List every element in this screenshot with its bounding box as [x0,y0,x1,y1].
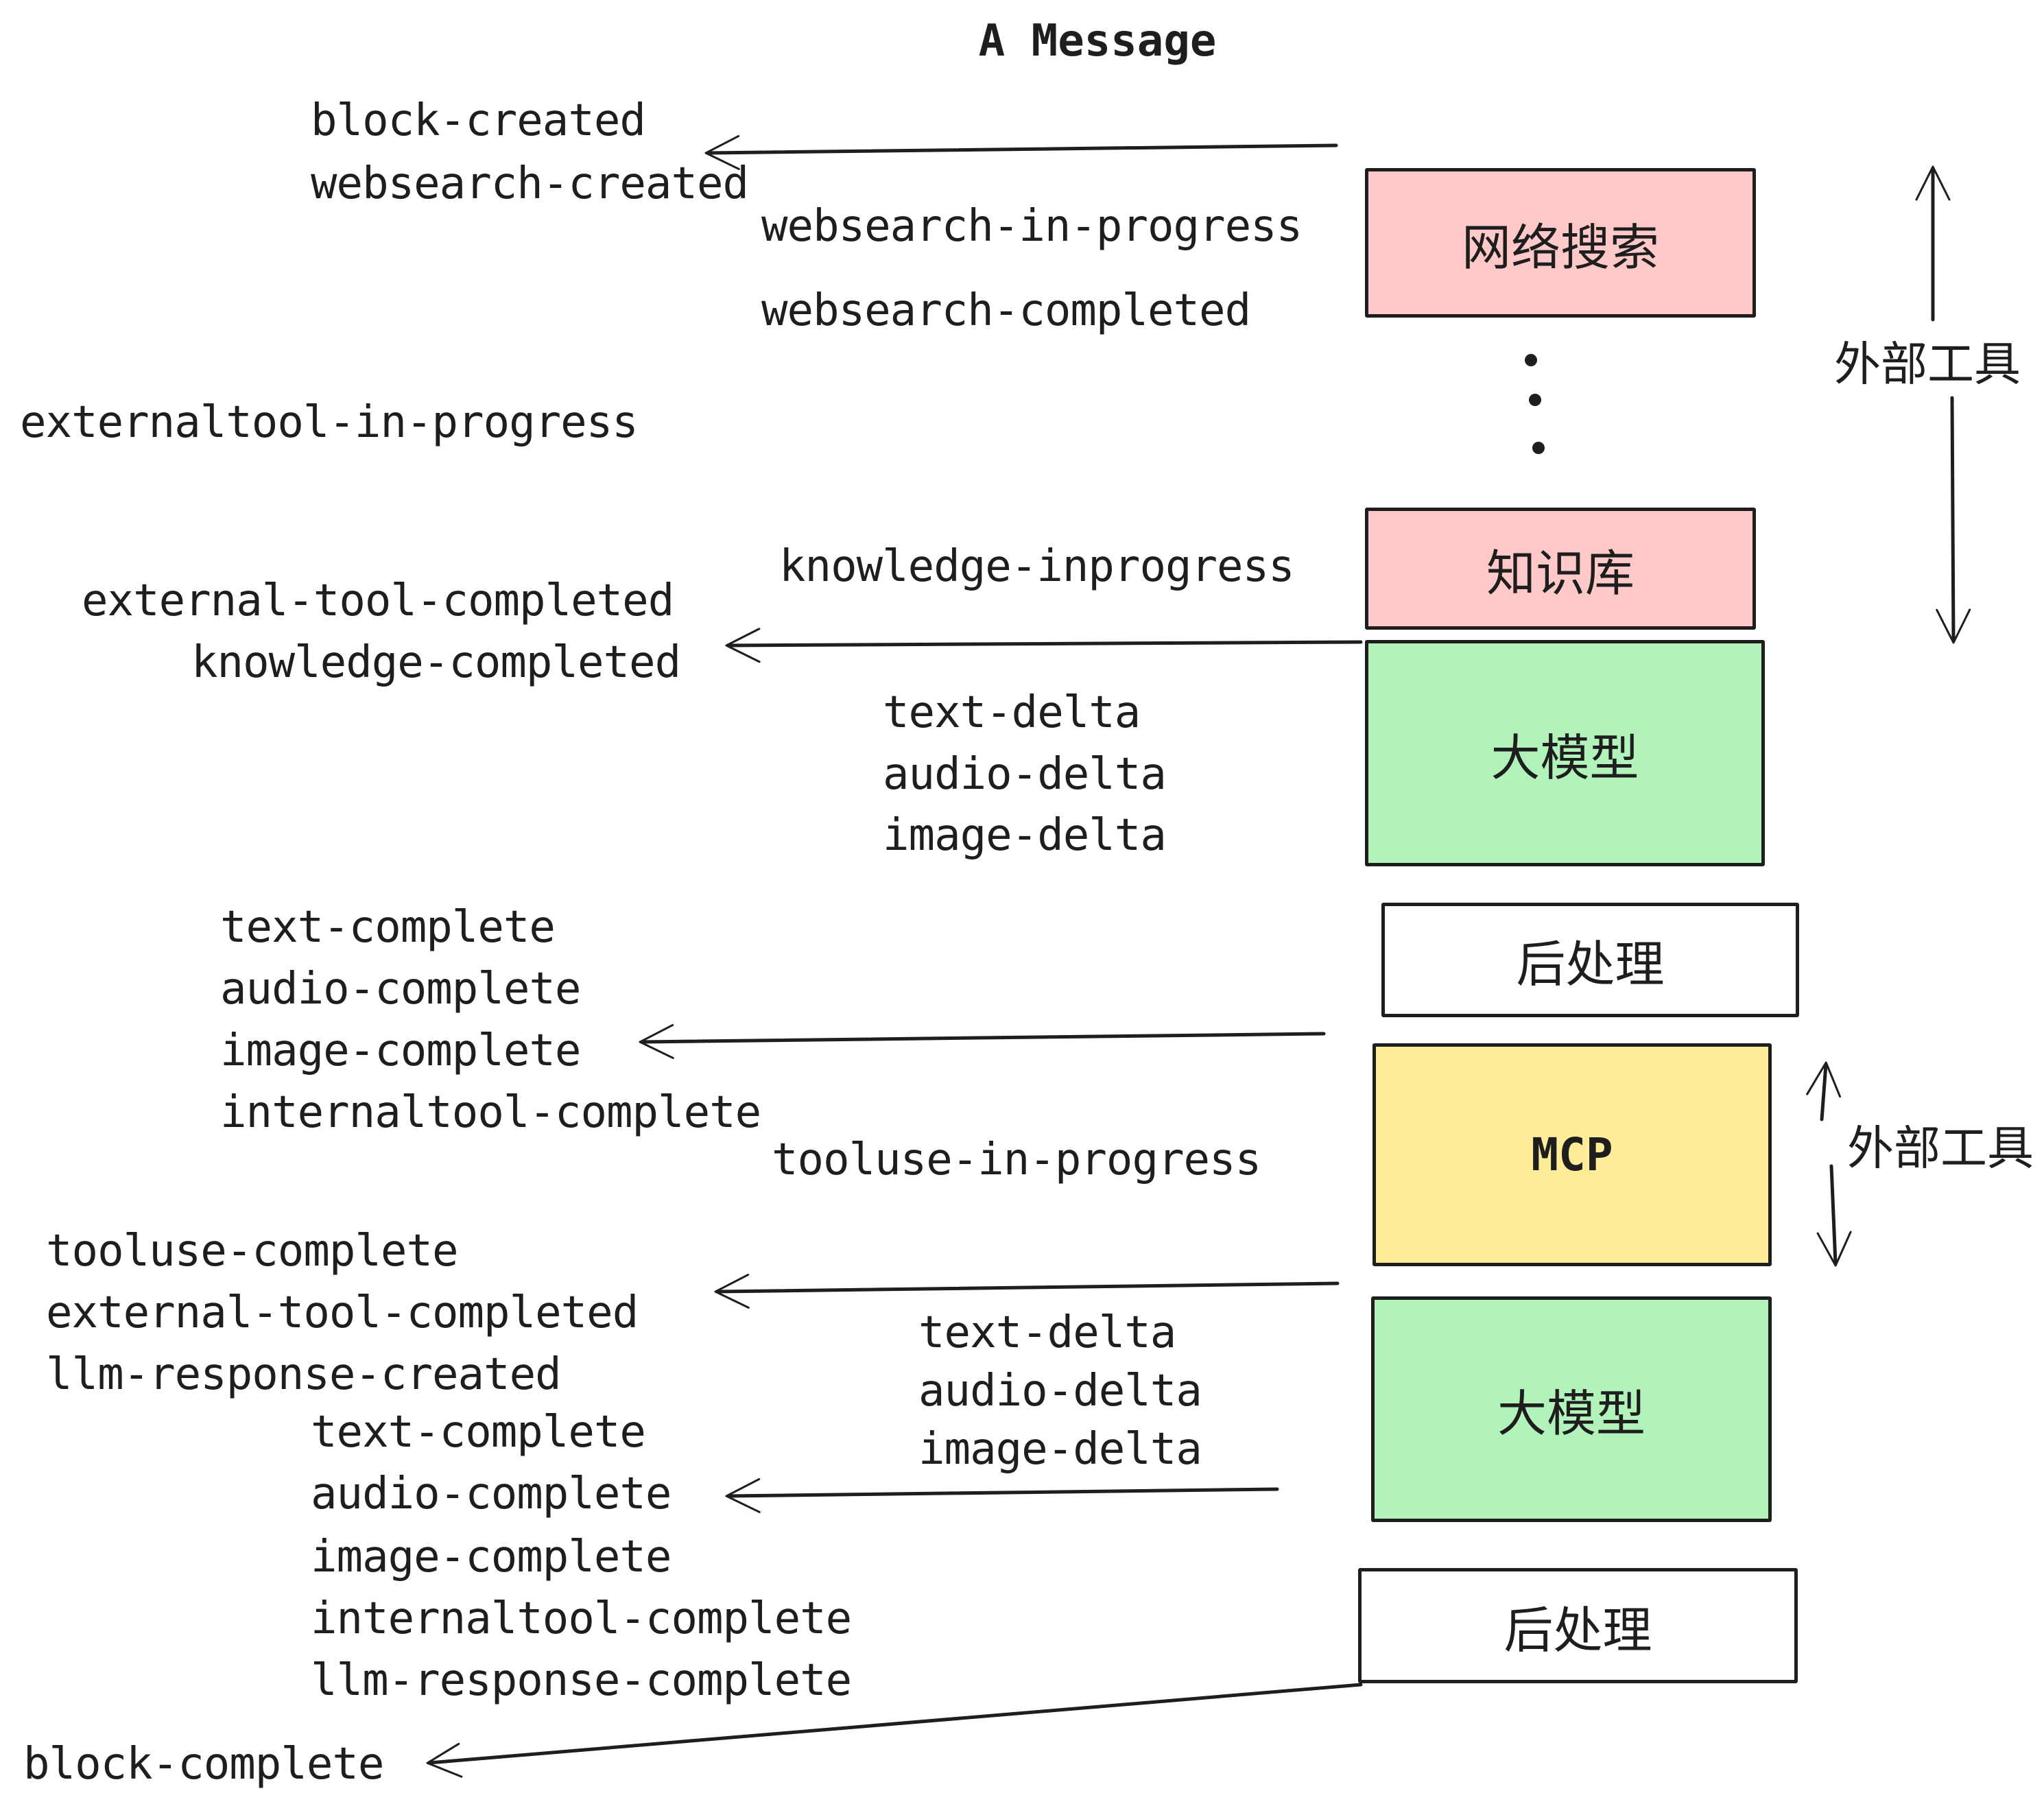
box-llm-bottom: 大模型 [1371,1296,1772,1522]
box-web-search-label: 网络搜索 [1461,220,1659,276]
event-image-delta-2: image-delta [918,1424,1202,1475]
event-knowledge-inprogress: knowledge-inprogress [779,541,1295,592]
event-text-complete-2: text-complete [311,1407,646,1458]
event-block-created: block-created [311,95,646,146]
event-audio-complete-2: audio-complete [311,1469,672,1519]
event-block-complete: block-complete [23,1739,384,1790]
event-externaltool-in-progress: externaltool-in-progress [20,397,639,448]
box-post-process-top-label: 后处理 [1516,938,1665,993]
event-external-tool-completed-2: external-tool-completed [46,1287,639,1338]
event-tooluse-complete: tooluse-complete [46,1226,458,1277]
arrow-knowledge-completed [725,628,1363,663]
box-llm-top-label: 大模型 [1490,731,1639,786]
event-text-delta-2: text-delta [918,1307,1176,1358]
event-tooluse-in-progress: tooluse-in-progress [772,1135,1261,1185]
event-internaltool-complete-2: internaltool-complete [311,1593,852,1644]
event-text-complete: text-complete [220,902,556,953]
event-internaltool-complete: internaltool-complete [220,1087,761,1138]
event-websearch-in-progress: websearch-in-progress [761,201,1303,252]
box-llm-bottom-label: 大模型 [1497,1387,1645,1442]
box-mcp: MCP [1372,1043,1772,1266]
event-knowledge-completed: knowledge-completed [191,637,681,688]
arrow-llm-complete [725,1477,1279,1513]
arrow-tooluse-complete [714,1273,1340,1309]
event-image-complete-2: image-complete [311,1532,672,1582]
arrow-external-tools-down-2 [1816,1164,1852,1267]
event-audio-complete: audio-complete [220,964,581,1014]
box-post-process-top: 后处理 [1381,903,1799,1017]
box-post-process-bottom-label: 后处理 [1504,1603,1652,1659]
event-external-tool-completed: external-tool-completed [82,575,674,626]
arrow-external-tools-up-2 [1806,1061,1842,1121]
event-text-delta: text-delta [883,687,1141,738]
label-external-tools-upper: 外部工具 [1834,338,2021,391]
arrow-websearch-block-created [704,134,1338,170]
event-image-complete: image-complete [220,1025,581,1076]
box-web-search: 网络搜索 [1365,168,1756,318]
event-llm-response-created: llm-response-created [46,1349,562,1400]
event-image-delta: image-delta [883,810,1167,861]
event-websearch-created: websearch-created [311,158,749,209]
diagram-title: A Message [978,16,1217,67]
ellipsis-dots-icon [1525,354,1545,454]
box-knowledge-base-label: 知识库 [1486,546,1635,602]
arrow-external-tools-down-1 [1936,396,1971,644]
event-audio-delta: audio-delta [883,749,1167,800]
label-external-tools-lower: 外部工具 [1847,1122,2034,1175]
box-mcp-label: MCP [1531,1128,1613,1181]
box-knowledge-base: 知识库 [1365,508,1756,630]
arrow-postprocess-complete [639,1023,1326,1059]
box-post-process-bottom: 后处理 [1358,1568,1798,1683]
event-audio-delta-2: audio-delta [918,1366,1202,1416]
event-llm-response-complete: llm-response-complete [311,1655,852,1706]
event-websearch-completed: websearch-completed [761,285,1251,336]
box-llm-top: 大模型 [1365,640,1765,866]
